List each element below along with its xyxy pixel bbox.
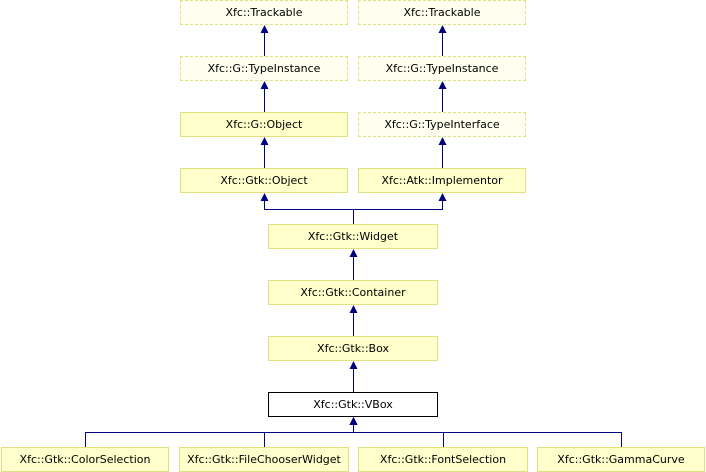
node-trackable-left[interactable]: Xfc::Trackable bbox=[180, 0, 348, 25]
arrowhead-icon bbox=[438, 193, 447, 201]
inheritance-edge-gtk_colorselection-to-gtk_vbox bbox=[85, 423, 354, 447]
node-gtk-filechooserwidget[interactable]: Xfc::Gtk::FileChooserWidget bbox=[179, 447, 349, 472]
arrowhead-icon bbox=[349, 305, 358, 313]
arrowhead-icon bbox=[260, 193, 269, 201]
node-trackable-right[interactable]: Xfc::Trackable bbox=[358, 0, 526, 25]
arrowhead-icon bbox=[438, 81, 447, 89]
node-gtk-object[interactable]: Xfc::Gtk::Object bbox=[180, 168, 348, 193]
node-g-typeinstance-right[interactable]: Xfc::G::TypeInstance bbox=[358, 56, 526, 81]
arrowhead-icon bbox=[260, 81, 269, 89]
node-gtk-widget[interactable]: Xfc::Gtk::Widget bbox=[268, 224, 438, 249]
inheritance-edge-gtk_fontselection-to-gtk_vbox bbox=[353, 423, 444, 447]
node-g-typeinstance-left[interactable]: Xfc::G::TypeInstance bbox=[180, 56, 348, 81]
arrowhead-icon bbox=[438, 25, 447, 33]
inheritance-edge-gtk_filechooserwidget-to-gtk_vbox bbox=[264, 423, 354, 447]
inheritance-edge-gtk_widget-to-gtk_object bbox=[264, 199, 354, 224]
arrowhead-icon bbox=[349, 417, 358, 425]
node-g-object[interactable]: Xfc::G::Object bbox=[180, 112, 348, 137]
node-gtk-vbox-current[interactable]: Xfc::Gtk::VBox bbox=[268, 392, 438, 417]
arrowhead-icon bbox=[349, 249, 358, 257]
arrowhead-icon bbox=[260, 25, 269, 33]
node-gtk-fontselection[interactable]: Xfc::Gtk::FontSelection bbox=[358, 447, 528, 472]
node-gtk-gammacurve[interactable]: Xfc::Gtk::GammaCurve bbox=[537, 447, 705, 472]
node-gtk-colorselection[interactable]: Xfc::Gtk::ColorSelection bbox=[1, 447, 169, 472]
arrowhead-icon bbox=[438, 137, 447, 145]
node-g-typeinterface[interactable]: Xfc::G::TypeInterface bbox=[358, 112, 526, 137]
arrowhead-icon bbox=[349, 361, 358, 369]
arrowhead-icon bbox=[260, 137, 269, 145]
node-gtk-box[interactable]: Xfc::Gtk::Box bbox=[268, 336, 438, 361]
inheritance-edge-gtk_gammacurve-to-gtk_vbox bbox=[353, 423, 622, 447]
node-gtk-container[interactable]: Xfc::Gtk::Container bbox=[268, 280, 438, 305]
inheritance-edge-gtk_widget-to-atk_implementor bbox=[353, 199, 443, 224]
node-atk-implementor[interactable]: Xfc::Atk::Implementor bbox=[358, 168, 526, 193]
